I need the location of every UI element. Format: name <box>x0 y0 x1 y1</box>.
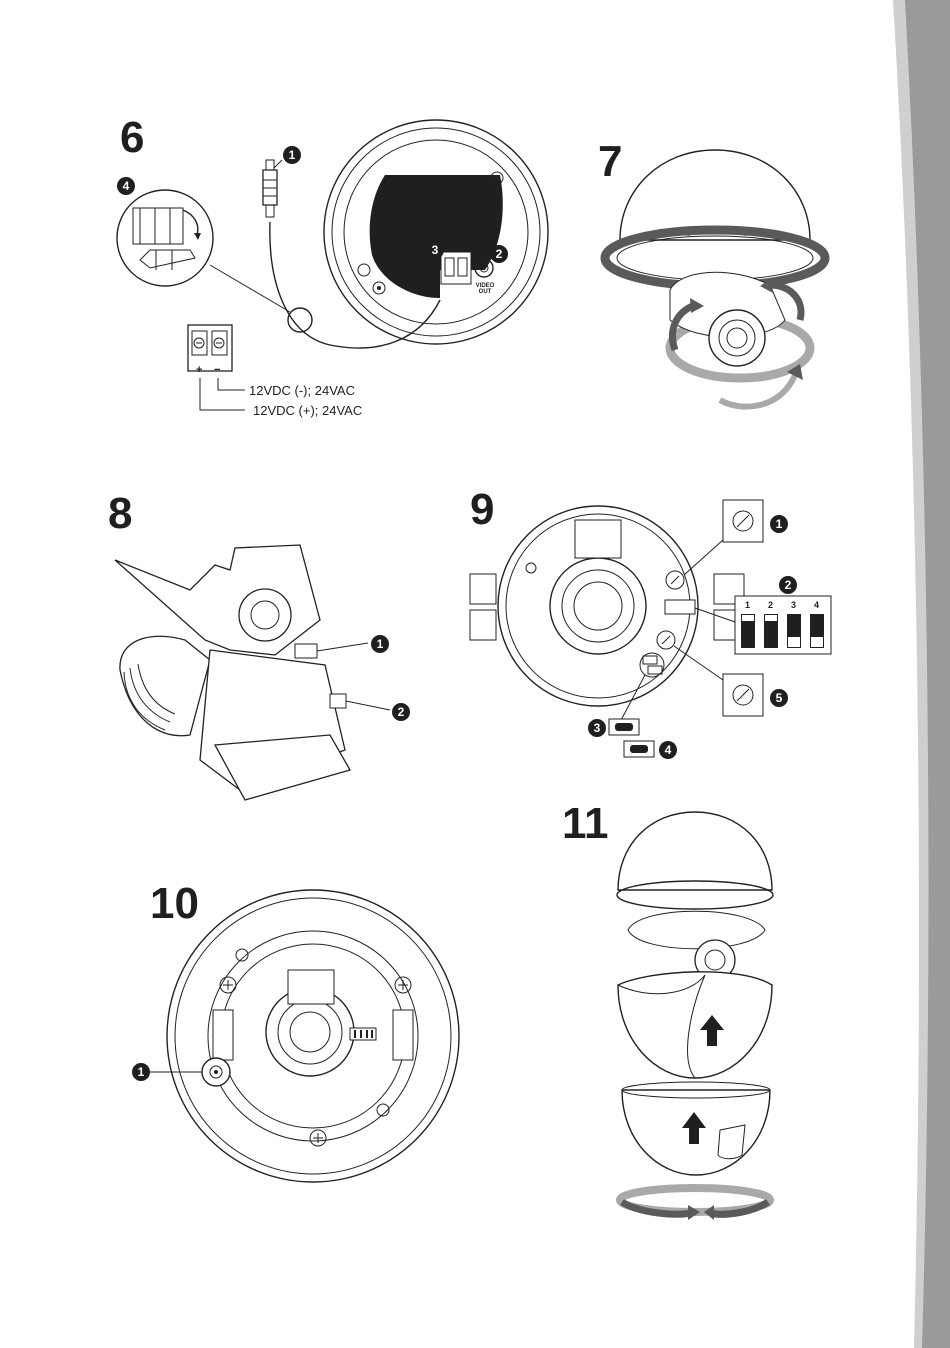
step-11-illustration <box>0 0 950 1348</box>
manual-page: 6 <box>0 0 950 1348</box>
